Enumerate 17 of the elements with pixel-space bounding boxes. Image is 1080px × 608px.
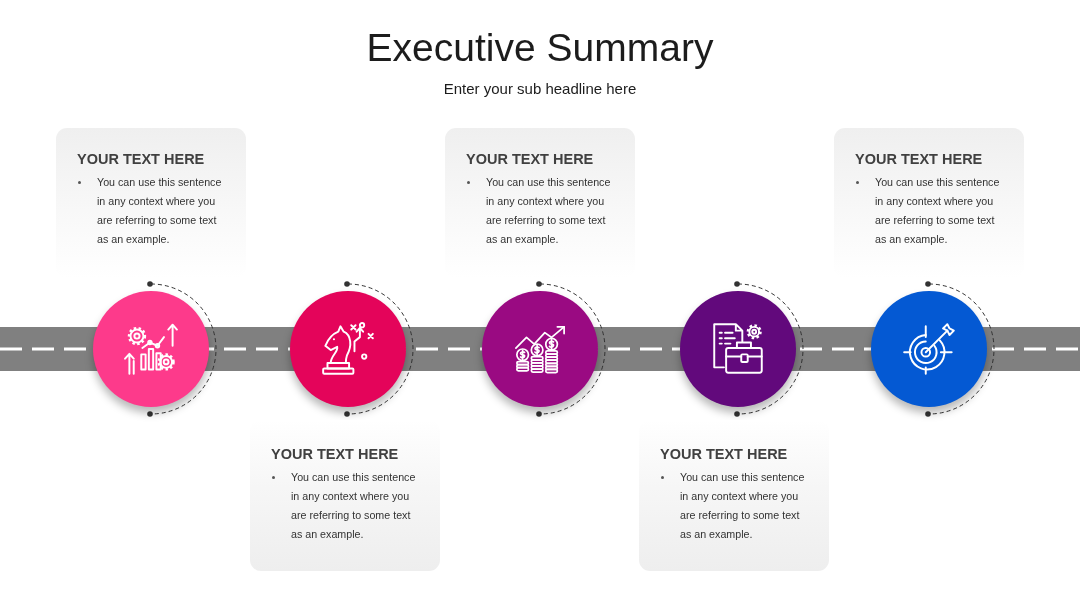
bullet-text: You can use this sentence in any context where you are referring to some text as an example. bbox=[660, 468, 808, 544]
card-heading: YOUR TEXT HERE bbox=[660, 445, 788, 464]
title: Executive Summary bbox=[366, 25, 714, 71]
card-heading: YOUR TEXT HERE bbox=[271, 445, 399, 464]
bullet-text: You can use this sentence in any context where you are referring to some text as an example. bbox=[466, 173, 614, 249]
step-circle bbox=[871, 291, 987, 407]
bullet-text: You can use this sentence in any context where you are referring to some text as an example. bbox=[271, 468, 419, 544]
step-circle bbox=[93, 291, 209, 407]
card-heading: YOUR TEXT HERE bbox=[77, 150, 205, 169]
card-heading: YOUR TEXT HERE bbox=[466, 150, 594, 169]
step-circle bbox=[290, 291, 406, 407]
bullet-text: You can use this sentence in any context where you are referring to some text as an example. bbox=[77, 173, 225, 249]
step-circle bbox=[680, 291, 796, 407]
subtitle: Enter your sub headline here bbox=[443, 79, 637, 99]
step-circle bbox=[482, 291, 598, 407]
bullet-text: You can use this sentence in any context where you are referring to some text as an example. bbox=[855, 173, 1003, 249]
card-heading: YOUR TEXT HERE bbox=[855, 150, 983, 169]
